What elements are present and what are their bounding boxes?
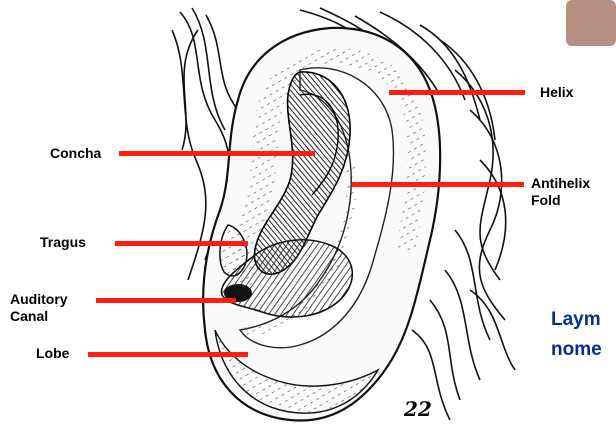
- concha-label: Concha: [50, 145, 101, 162]
- partial-title-line1: Laym: [551, 306, 601, 334]
- lobe-pointer-line: [88, 352, 248, 357]
- corner-thumbnail: [566, 0, 616, 46]
- antihelix-pointer-line: [352, 182, 524, 187]
- auditory-canal-label-line2: Canal: [10, 308, 48, 325]
- concha-pointer-line: [119, 151, 315, 156]
- partial-title-line2: nome: [551, 336, 602, 364]
- antihelix-label-line2: Fold: [531, 192, 561, 209]
- auditory-canal-label-line1: Auditory: [10, 291, 68, 308]
- helix-label: Helix: [540, 84, 573, 101]
- helix-pointer-line: [389, 90, 525, 95]
- tragus-label: Tragus: [40, 234, 86, 251]
- lobe-label: Lobe: [36, 345, 69, 362]
- plate-number: 22: [404, 401, 432, 418]
- tragus-pointer-line: [115, 241, 248, 246]
- auditory-canal-pointer-line: [96, 298, 236, 303]
- antihelix-label-line1: Antihelix: [531, 175, 590, 192]
